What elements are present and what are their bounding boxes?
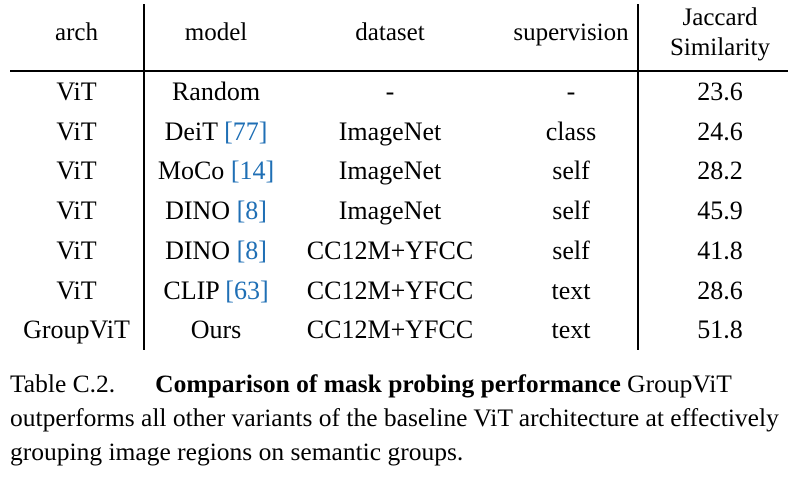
cell-arch: ViT: [56, 156, 97, 186]
caption-title: Comparison of mask probing performance: [155, 369, 621, 398]
cell-jaccard: 28.2: [697, 156, 743, 186]
cell-arch: ViT: [56, 196, 97, 226]
cell-model: DINO [8]: [144, 191, 288, 231]
citation-link[interactable]: [77]: [224, 116, 268, 146]
model-name: DeiT: [164, 116, 218, 146]
model-name: DINO: [165, 235, 231, 265]
cell-model: MoCo [14]: [144, 151, 288, 191]
caption-body: GroupViT outperforms all other variants …: [10, 369, 779, 466]
cell-jaccard: 28.6: [697, 275, 743, 305]
cell-model: CLIP [63]: [144, 271, 288, 311]
model-name: Random: [171, 77, 261, 106]
cell-arch: ViT: [56, 235, 97, 265]
caption-label: Table C.2.: [10, 369, 116, 398]
model-name: Ours: [190, 315, 242, 345]
header-jaccard-line1: Jaccard: [682, 4, 758, 31]
table-caption: Table C.2. Comparison of mask probing per…: [10, 367, 790, 469]
cell-model: DeiT [77]: [144, 112, 288, 152]
model-name: MoCo: [157, 156, 225, 186]
cell-jaccard: 24.6: [697, 116, 743, 146]
citation-link[interactable]: [14]: [230, 156, 275, 186]
header-rule: [10, 70, 788, 72]
citation-link[interactable]: [63]: [225, 275, 269, 305]
model-name: CLIP: [163, 275, 219, 305]
cell-dataset: CC12M+YFCC: [306, 315, 474, 345]
table-row: ViT DeiT [77] ImageNet class 24.6: [10, 112, 788, 152]
citation-link[interactable]: [8]: [236, 235, 267, 265]
cell-supervision: class: [545, 116, 597, 146]
header-jaccard: Jaccard Similarity: [652, 3, 788, 63]
cell-supervision: self: [552, 196, 590, 226]
cell-supervision: self: [552, 235, 590, 265]
cell-model: DINO [8]: [144, 231, 288, 271]
table-row: GroupViT Ours CC12M+YFCC text 51.8: [10, 310, 788, 350]
header-arch: arch: [54, 19, 99, 46]
header-jaccard-line2: Similarity: [670, 34, 770, 61]
cell-dataset: CC12M+YFCC: [306, 235, 474, 265]
header-supervision: supervision: [513, 19, 629, 46]
table-row: ViT CLIP [63] CC12M+YFCC text 28.6: [10, 271, 788, 311]
cell-dataset: ImageNet: [338, 116, 442, 146]
cell-dataset: CC12M+YFCC: [306, 275, 474, 305]
cell-jaccard: 51.8: [697, 315, 743, 345]
cell-arch: GroupViT: [23, 315, 130, 345]
header-model: model: [184, 19, 248, 46]
citation-link[interactable]: [8]: [236, 196, 267, 226]
table-row: ViT Random - - 23.6: [10, 72, 788, 112]
cell-jaccard: 23.6: [697, 77, 743, 106]
cell-arch: ViT: [56, 116, 97, 146]
cell-jaccard: 45.9: [697, 196, 743, 226]
column-divider: [143, 4, 145, 350]
model-name: DINO: [165, 196, 231, 226]
table-row: ViT DINO [8] ImageNet self 45.9: [10, 191, 788, 231]
cell-supervision: text: [551, 275, 591, 305]
table-row: ViT DINO [8] CC12M+YFCC self 41.8: [10, 231, 788, 271]
column-divider: [637, 4, 639, 350]
cell-jaccard: 41.8: [697, 235, 743, 265]
header-dataset: dataset: [355, 19, 425, 46]
cell-model: Ours: [144, 310, 288, 350]
cell-arch: ViT: [56, 77, 97, 106]
cell-supervision: text: [551, 315, 591, 345]
cell-dataset: ImageNet: [338, 196, 442, 226]
cell-dataset: ImageNet: [338, 156, 442, 186]
table-row: ViT MoCo [14] ImageNet self 28.2: [10, 151, 788, 191]
cell-supervision: -: [566, 77, 576, 106]
cell-arch: ViT: [56, 275, 97, 305]
cell-model: Random: [144, 72, 288, 112]
cell-dataset: -: [385, 77, 395, 106]
cell-supervision: self: [552, 156, 590, 186]
